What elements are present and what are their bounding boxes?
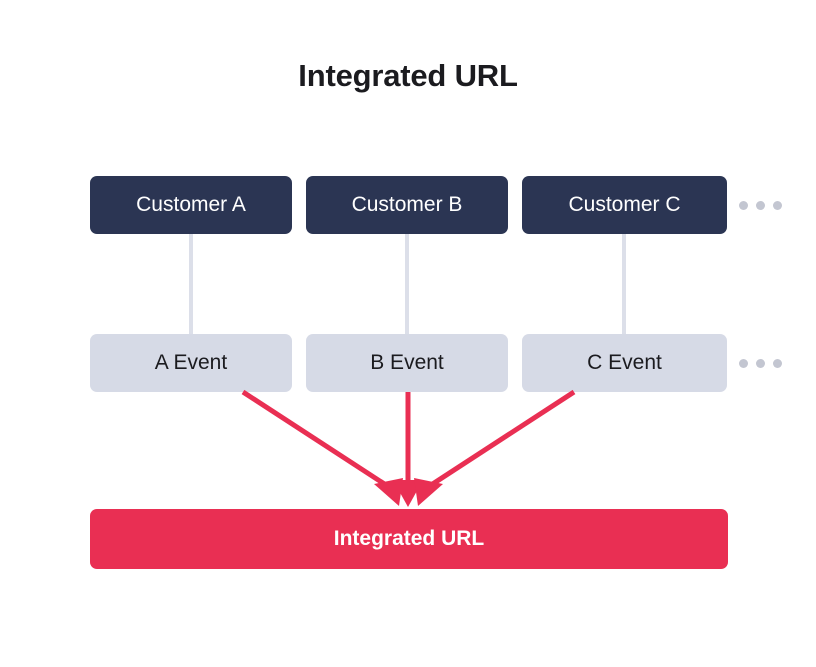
customer-box-c[interactable]: Customer C xyxy=(522,176,727,234)
page-title: Integrated URL xyxy=(298,58,518,93)
event-box-b-label: B Event xyxy=(370,351,444,374)
connector-line-column-1 xyxy=(189,228,193,340)
ellipsis-dot xyxy=(739,201,748,210)
ellipsis-dot xyxy=(739,359,748,368)
customer-box-c-label: Customer C xyxy=(568,193,681,216)
event-box-a[interactable]: A Event xyxy=(90,334,292,392)
event-box-c-label: C Event xyxy=(587,351,662,374)
ellipsis-dot xyxy=(773,201,782,210)
event-box-a-label: A Event xyxy=(154,351,228,374)
integrated-url-bar[interactable]: Integrated URL xyxy=(90,509,728,569)
ellipsis-dot xyxy=(773,359,782,368)
event-box-b[interactable]: B Event xyxy=(306,334,508,392)
connector-line-column-2 xyxy=(405,228,409,340)
customer-box-a[interactable]: Customer A xyxy=(90,176,292,234)
arrow-b-to-integrated xyxy=(393,392,423,507)
ellipsis-events-icon xyxy=(739,359,782,368)
connector-line-column-3 xyxy=(622,228,626,340)
customer-box-a-label: Customer A xyxy=(136,193,246,216)
arrow-a-to-integrated xyxy=(241,389,403,506)
event-box-c[interactable]: C Event xyxy=(522,334,727,392)
ellipsis-dot xyxy=(756,359,765,368)
ellipsis-customers-icon xyxy=(739,201,782,210)
arrow-c-to-integrated xyxy=(414,389,576,506)
customer-box-b[interactable]: Customer B xyxy=(306,176,508,234)
ellipsis-dot xyxy=(756,201,765,210)
integrated-url-label: Integrated URL xyxy=(333,527,485,550)
customer-box-b-label: Customer B xyxy=(351,193,463,216)
